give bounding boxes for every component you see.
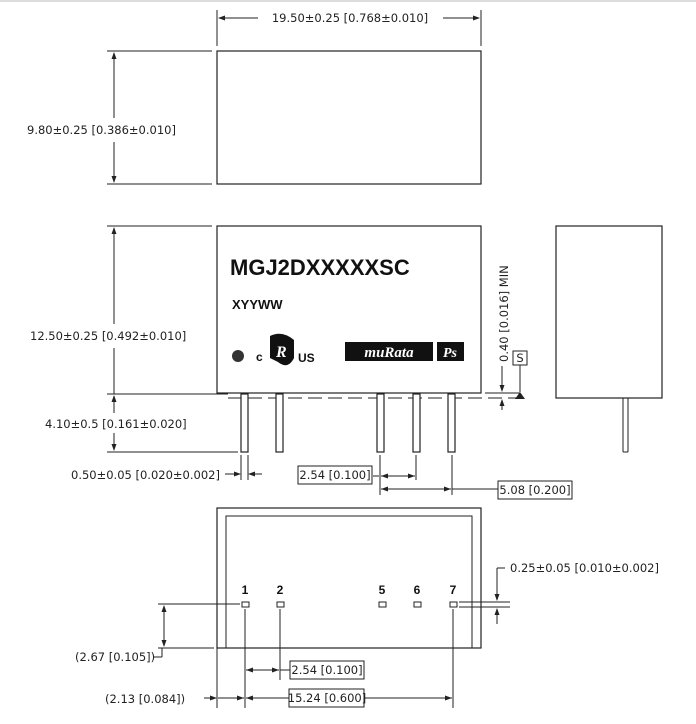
top-view-body xyxy=(216,50,482,185)
pin-1-number: 1 xyxy=(242,583,249,597)
pad-2 xyxy=(276,601,285,608)
width-dimension-label: 19.50±0.25 [0.768±0.010] xyxy=(272,11,428,25)
date-code-marking: XYYWW xyxy=(232,297,283,312)
pin-2-lead xyxy=(275,393,284,453)
front-view-body xyxy=(216,225,482,394)
cert-us-text: US xyxy=(298,351,315,365)
span-box xyxy=(288,688,365,708)
svg-text:Ps: Ps xyxy=(443,346,458,361)
ul-logo-icon: R xyxy=(270,333,294,366)
top-view: 19.50±0.25 [0.768±0.010] 9.80±0.25 [0.38… xyxy=(27,10,482,185)
bottom-view: 1 2 5 6 7 0.25±0.05 [0.010±0.002] (2.67 … xyxy=(75,507,659,708)
pitch-1-label: 2.54 [0.100] xyxy=(299,468,370,482)
pin-5-lead xyxy=(376,393,385,453)
pin1-pitch-box xyxy=(289,660,365,680)
pin-5-number: 5 xyxy=(379,583,386,597)
pitch-1-box xyxy=(297,465,373,485)
part-number-marking: MGJ2DXXXXXSC xyxy=(230,255,410,280)
span-label: 15.24 [0.600] xyxy=(288,691,366,705)
svg-text:R: R xyxy=(275,344,287,361)
murata-logo-icon: muRata Ps xyxy=(345,342,464,361)
pin-diameter-label: 0.50±0.05 [0.020±0.002] xyxy=(71,468,220,482)
pad-6 xyxy=(413,601,422,608)
pad-7 xyxy=(449,601,458,608)
pad-5 xyxy=(378,601,387,608)
row-offset-label: (2.67 [0.105]) xyxy=(75,650,155,664)
side-view-body xyxy=(555,225,663,399)
svg-text:muRata: muRata xyxy=(364,345,414,361)
pin1-dot-icon xyxy=(232,350,244,362)
bottom-view-body xyxy=(216,507,482,649)
pin-length-label: 4.10±0.5 [0.161±0.020] xyxy=(45,417,187,431)
bottom-view-inner xyxy=(225,515,473,649)
pitch-2-box xyxy=(497,480,573,500)
cert-c-text: c xyxy=(256,350,263,364)
datum-label: S xyxy=(516,351,523,365)
datum-box xyxy=(512,350,528,366)
pin-7-number: 7 xyxy=(450,583,457,597)
pin-2-number: 2 xyxy=(277,583,284,597)
pin-1-lead xyxy=(240,393,249,453)
pin1-pitch-label: 2.54 [0.100] xyxy=(291,663,362,677)
pin-6-lead xyxy=(412,393,421,453)
pad-size-label: 0.25±0.05 [0.010±0.002] xyxy=(510,561,659,575)
edge-offset-label: (2.13 [0.084]) xyxy=(105,692,185,706)
pitch-2-label: 5.08 [0.200] xyxy=(499,483,570,497)
height-dimension-label: 12.50±0.25 [0.492±0.010] xyxy=(30,329,186,343)
side-view xyxy=(555,225,663,453)
pin-7-lead xyxy=(447,393,456,453)
front-view: 12.50±0.25 [0.492±0.010] MGJ2DXXXXXSC XY… xyxy=(30,225,573,500)
depth-dimension-label: 9.80±0.25 [0.386±0.010] xyxy=(27,123,176,137)
standoff-dimension-label: 0.40 [0.016] MIN xyxy=(497,265,511,362)
pin-6-number: 6 xyxy=(414,583,421,597)
front-view-pins xyxy=(240,393,456,453)
pad-1 xyxy=(241,601,250,608)
